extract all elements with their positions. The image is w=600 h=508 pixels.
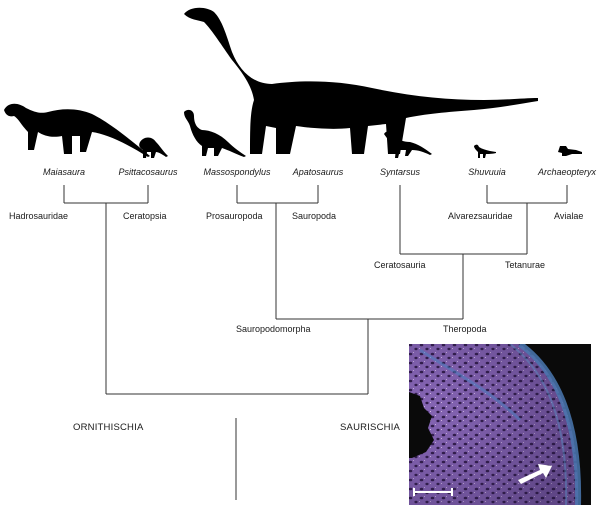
taxon-label-apatosaurus: Apatosaurus xyxy=(292,167,344,177)
maiasaura-silhouette xyxy=(4,103,150,157)
psittacosaurus-silhouette xyxy=(139,137,168,158)
branch-alvarez-avialae xyxy=(486,185,568,254)
branch-sauropodomorph-taxa xyxy=(236,185,319,204)
syntarsus-silhouette xyxy=(384,131,432,158)
clade-label-hadrosauridae: Hadrosauridae xyxy=(9,211,68,221)
node-ornithischia-pair xyxy=(64,202,148,394)
node-saurischia xyxy=(276,318,463,394)
taxon-label-archaeopteryx: Archaeopteryx xyxy=(537,167,597,177)
clade-label-sauropodomorpha: Sauropodomorpha xyxy=(236,324,311,334)
apatosaurus-silhouette xyxy=(184,7,538,154)
growth-line-arrow xyxy=(518,464,552,484)
clade-label-sauropoda: Sauropoda xyxy=(292,211,336,221)
clade-label-ceratopsia: Ceratopsia xyxy=(123,211,167,221)
clade-label-alvarezsauridae: Alvarezsauridae xyxy=(448,211,513,221)
taxon-label-syntarsus: Syntarsus xyxy=(380,167,421,177)
medullary-cavity xyxy=(409,392,434,458)
clade-label-prosauropoda: Prosauropoda xyxy=(206,211,263,221)
taxon-label-massospondylus: Massospondylus xyxy=(203,167,271,177)
massospondylus-silhouette xyxy=(184,109,246,157)
clade-label-avialae: Avialae xyxy=(554,211,583,221)
clade-labels: Hadrosauridae Ceratopsia Prosauropoda Sa… xyxy=(9,211,583,433)
periosteal-rim xyxy=(518,344,582,505)
taxon-label-maiasaura: Maiasaura xyxy=(43,167,85,177)
clade-label-ornithischia: ORNITHISCHIA xyxy=(73,422,144,433)
tree-lines xyxy=(63,185,568,500)
shuvuuia-silhouette xyxy=(474,144,496,158)
clade-label-tetanurae: Tetanurae xyxy=(505,260,545,270)
taxon-label-shuvuuia: Shuvuuia xyxy=(468,167,506,177)
clade-label-theropoda: Theropoda xyxy=(443,324,487,334)
branch-maiasaura xyxy=(63,185,149,203)
node-dinosauria xyxy=(106,393,368,500)
archaeopteryx-silhouette xyxy=(558,146,582,156)
silhouettes xyxy=(4,7,582,158)
bone-histology-micrograph xyxy=(409,344,591,505)
taxon-label-psittacosaurus: Psittacosaurus xyxy=(118,167,178,177)
taxon-labels: Maiasaura Psittacosaurus Massospondylus … xyxy=(43,167,597,177)
clade-label-ceratosauria: Ceratosauria xyxy=(374,260,426,270)
clade-label-saurischia: SAURISCHIA xyxy=(340,422,401,433)
scale-bar xyxy=(413,488,453,496)
node-neotheropoda xyxy=(400,253,527,319)
